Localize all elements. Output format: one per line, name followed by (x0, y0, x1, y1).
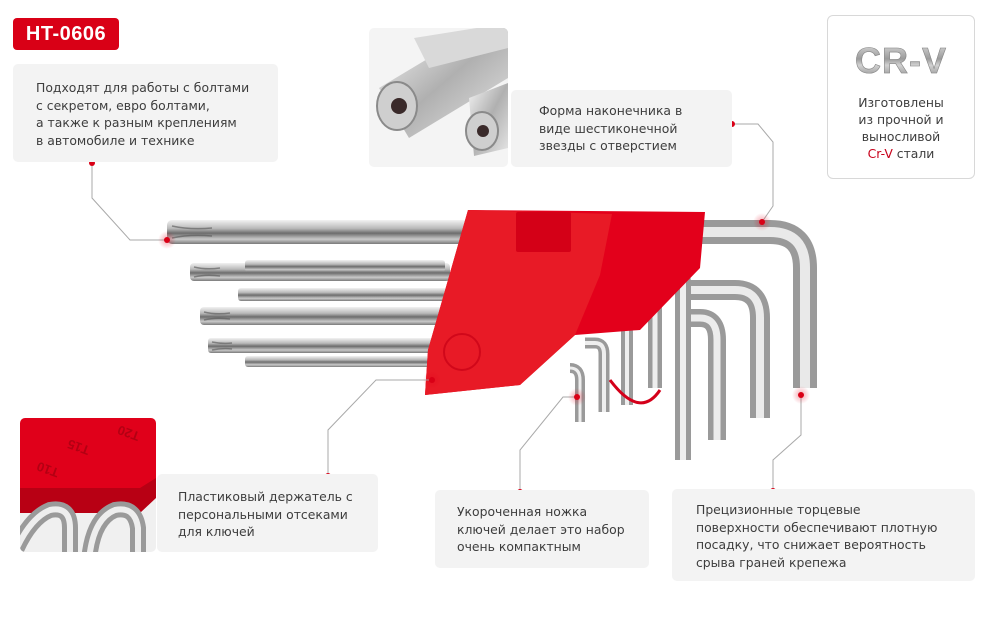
feature-card-holder: Пластиковый держатель с персональными от… (157, 474, 378, 552)
feature-text-line: посадку, что снижает вероятность (696, 537, 926, 552)
feature-card-compatibility: Подходят для работы с болтами с секретом… (13, 64, 278, 162)
crv-logo: CR-V (828, 40, 974, 82)
feature-text-line: Пластиковый держатель с (178, 489, 353, 504)
feature-text-rest: стали (892, 146, 935, 161)
feature-card-precision: Прецизионные торцевые поверхности обеспе… (672, 489, 975, 581)
crv-accent-text: Cr-V (867, 146, 893, 161)
feature-text-line: выносливой (861, 129, 941, 144)
feature-card-material: CR-V Изготовлены из прочной и выносливой… (827, 15, 975, 179)
feature-text-line: Укороченная ножка (457, 504, 588, 519)
model-number: HT-0606 (25, 22, 107, 45)
feature-text-line: поверхности обеспечивают плотную (696, 519, 938, 535)
svg-text:T20: T20 (115, 422, 141, 444)
feature-text-line: срыва граней крепежа (696, 554, 847, 570)
feature-text-line: Cr-V стали (828, 145, 974, 162)
feature-text-line: с секретом, евро болтами, (36, 97, 210, 113)
holder-closeup-image: T10 T15 T20 (20, 418, 156, 552)
feature-text-line: виде шестиконечной (539, 120, 678, 136)
feature-text-line: из прочной и (858, 112, 944, 127)
feature-text-line: а также к разным креплениям (36, 115, 237, 130)
feature-card-short-leg: Укороченная ножка ключей делает это набо… (435, 490, 649, 568)
model-badge: HT-0606 (13, 18, 119, 50)
torx-tip-closeup-image (369, 28, 508, 167)
svg-text:T10: T10 (35, 459, 61, 481)
feature-text-line: в автомобиле и технике (36, 132, 195, 148)
feature-card-tip-shape: Форма наконечника в виде шестиконечной з… (511, 90, 732, 167)
feature-text-line: Прецизионные торцевые (696, 502, 861, 517)
feature-text-line: Форма наконечника в (539, 103, 683, 118)
feature-text-line: ключей делает это набор (457, 521, 625, 537)
feature-text-line: для ключей (178, 524, 255, 539)
feature-text-line: очень компактным (457, 539, 581, 554)
feature-text-line: звезды с отверстием (539, 138, 677, 153)
feature-text-line: Изготовлены (858, 95, 944, 110)
feature-text-line: персональными отсеками (178, 506, 348, 522)
feature-text-line: Подходят для работы с болтами (36, 80, 250, 95)
material-description: Изготовлены из прочной и выносливой Cr-V… (828, 94, 974, 162)
svg-text:T15: T15 (65, 436, 91, 458)
